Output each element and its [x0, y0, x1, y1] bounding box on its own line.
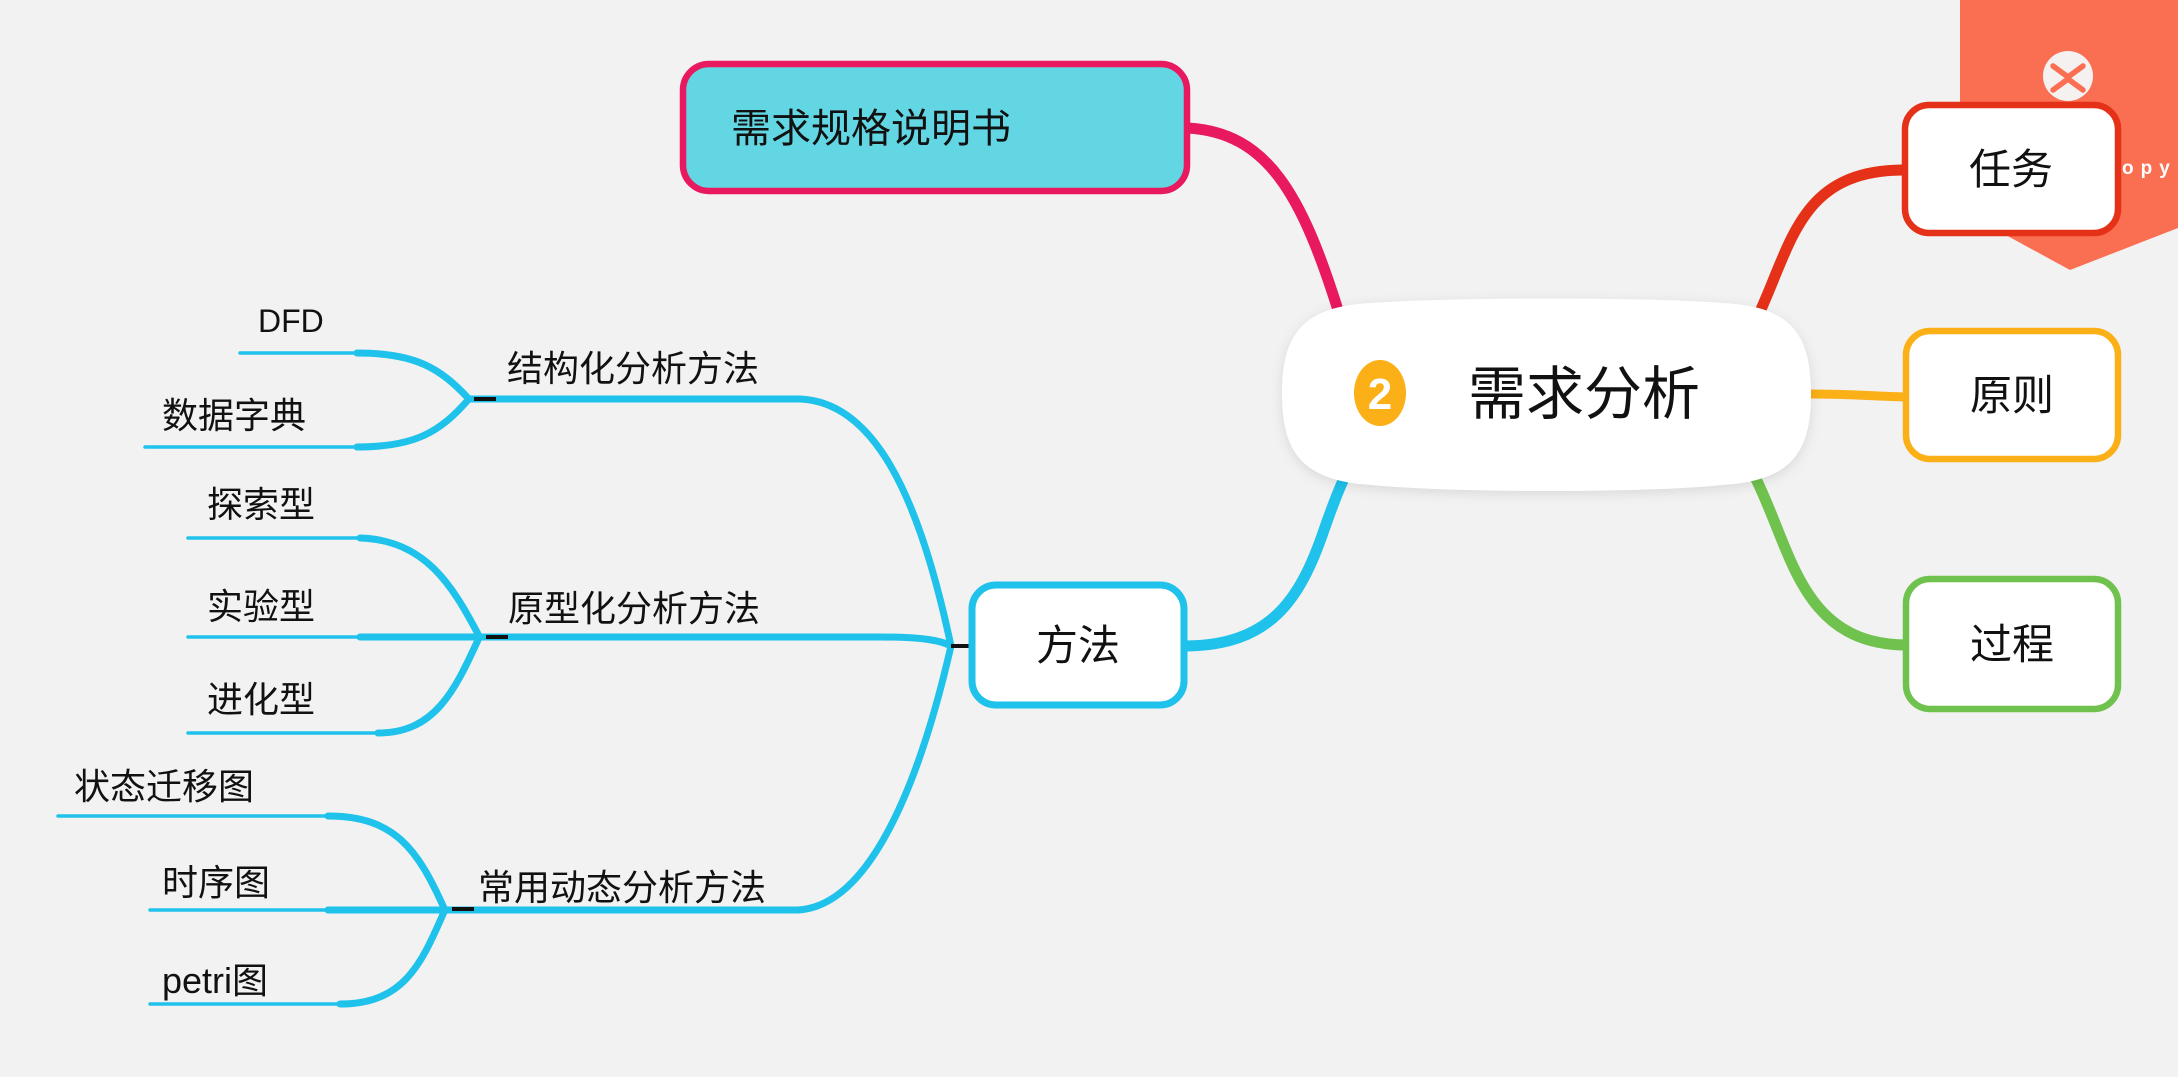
topic-structured-analysis[interactable]: 结构化分析方法 — [507, 348, 759, 389]
topic-sequence-diagram[interactable]: 时序图 — [162, 862, 270, 903]
topic-floating-spec[interactable]: 需求规格说明书 — [679, 60, 1191, 195]
watermark-close-button[interactable] — [2043, 51, 2093, 101]
connector-root-to-process — [1749, 471, 1912, 651]
topic-state-transition-diagram[interactable]: 状态迁移图 — [74, 766, 254, 807]
topic-tasks-label: 任务 — [1969, 146, 2053, 193]
topic-root[interactable]: 2 需求分析 — [1282, 298, 1811, 492]
topic-tasks[interactable]: 任务 — [1901, 101, 2122, 237]
xmind-logo-icon — [2050, 63, 2086, 93]
branch-prototype-analysis-lines — [186, 534, 955, 737]
root-shape[interactable] — [1282, 298, 1811, 492]
topic-principles[interactable]: 原则 — [1902, 327, 2122, 463]
topic-dfd[interactable]: DFD — [258, 303, 324, 339]
watermark-text: opy — [2122, 158, 2177, 179]
connector-root-to-floating-topic — [1181, 122, 1344, 316]
topic-petri-diagram[interactable]: petri图 — [162, 960, 268, 1001]
topic-methods-label: 方法 — [1036, 622, 1120, 669]
connector-root-to-methods — [1178, 460, 1356, 652]
topic-methods[interactable]: 方法 — [968, 581, 1188, 709]
branch-dynamic-analysis-lines — [56, 642, 955, 1008]
branch-structured-analysis-lines — [143, 349, 955, 650]
topic-number-badge — [1354, 360, 1406, 426]
topic-floating-spec-label: 需求规格说明书 — [731, 107, 1011, 151]
topic-process-label: 过程 — [1970, 621, 2054, 668]
connector-root-to-principles — [1804, 389, 1911, 402]
topic-number-badge-label: 2 — [1368, 370, 1392, 419]
topic-process[interactable]: 过程 — [1902, 575, 2122, 713]
topic-dynamic-analysis[interactable]: 常用动态分析方法 — [478, 867, 766, 908]
topic-exploratory[interactable]: 探索型 — [207, 484, 315, 525]
connector-root-to-tasks — [1752, 164, 1908, 322]
topic-data-dictionary[interactable]: 数据字典 — [162, 395, 306, 436]
topic-principles-label: 原则 — [1970, 372, 2054, 419]
topic-root-label: 需求分析 — [1468, 362, 1700, 427]
topic-prototype-analysis[interactable]: 原型化分析方法 — [508, 588, 760, 629]
topic-experimental[interactable]: 实验型 — [207, 586, 315, 627]
topic-evolutionary[interactable]: 进化型 — [207, 679, 315, 720]
